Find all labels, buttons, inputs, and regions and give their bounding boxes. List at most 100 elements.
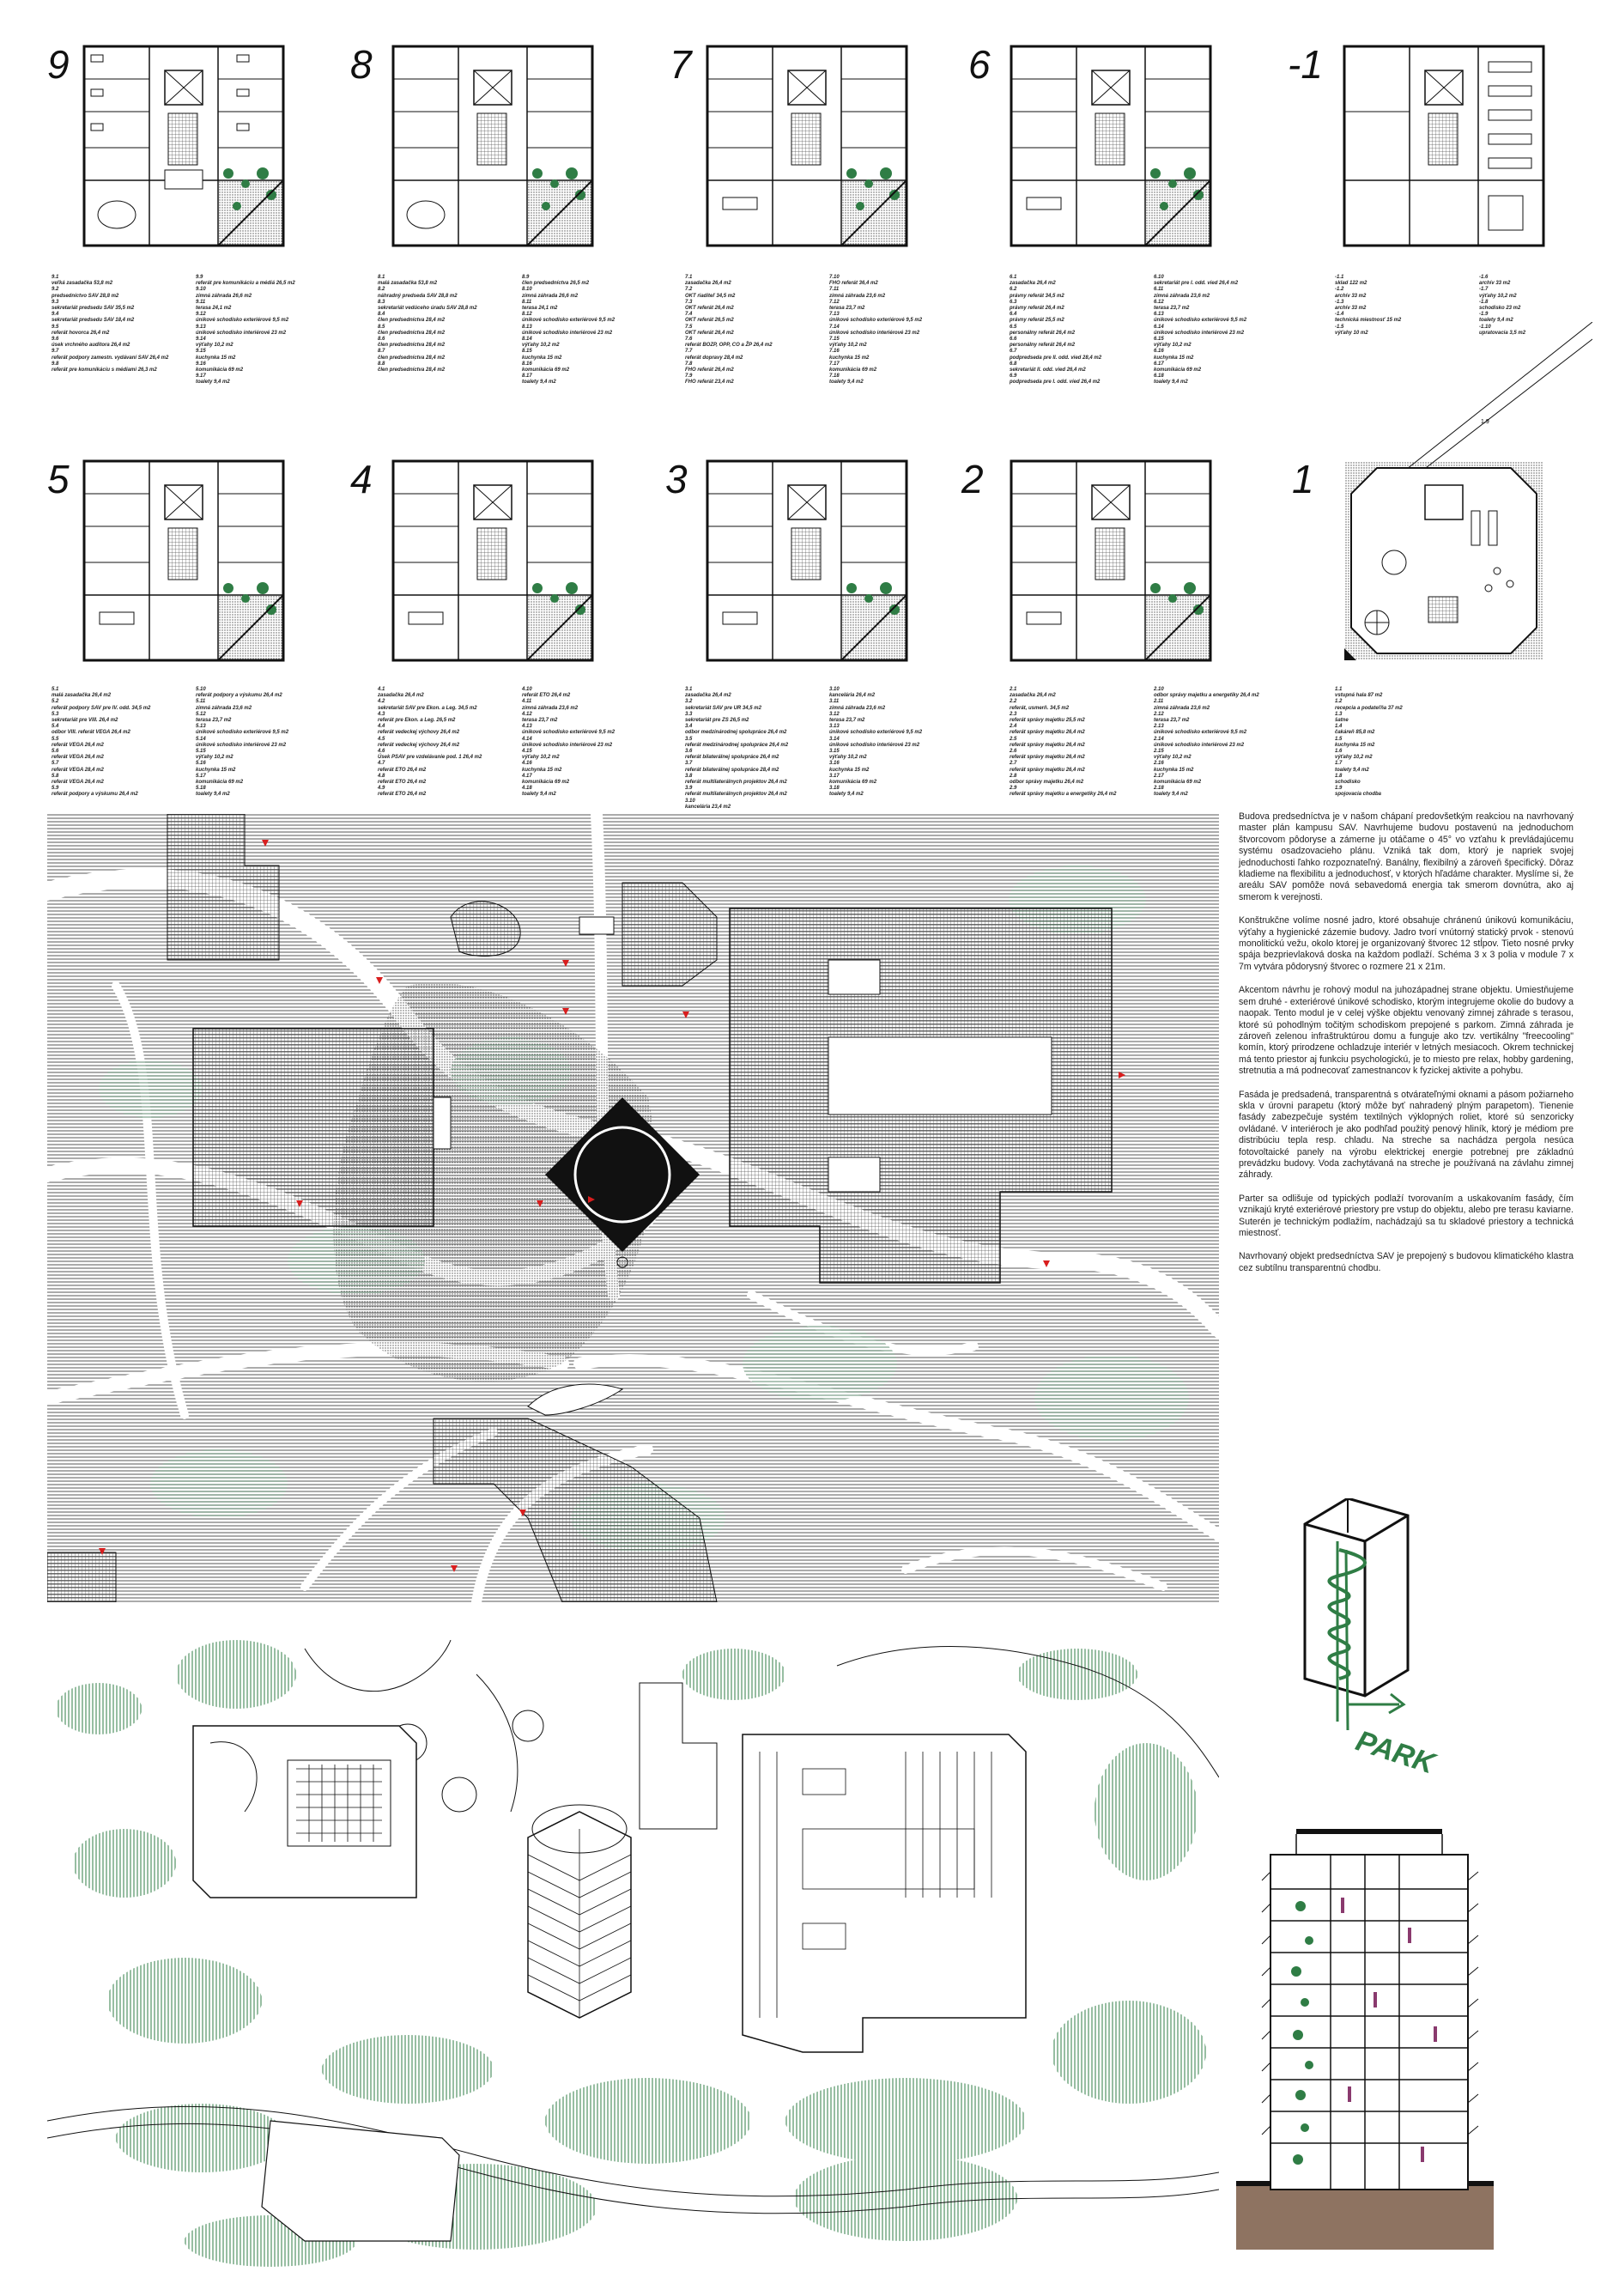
legend-line: 5.10: [196, 687, 206, 692]
legend-line: šatne: [1335, 718, 1349, 724]
legend-line: výťahy 10,2 m2: [1154, 755, 1192, 761]
legend-line: zimná záhrada 23,6 m2: [1154, 705, 1210, 711]
legend-line: únikové schodisko exteriérové 9,5 m2: [196, 730, 289, 736]
legend-line: 9.7: [52, 349, 59, 355]
legend-line: 2.5: [1010, 736, 1017, 742]
legend-line: 6.18: [1154, 374, 1164, 380]
legend-line: 9.4: [52, 312, 59, 318]
legend-line: archív 33 m2: [1479, 281, 1511, 287]
legend-line: 6.1: [1010, 275, 1017, 280]
legend-line: referát podpory a výskumu 26,4 m2: [196, 693, 282, 699]
legend-line: 7.14: [829, 324, 840, 330]
legend-line: toalety 9,4 m2: [522, 380, 556, 386]
legend-line: kuchynka 15 m2: [1154, 355, 1194, 361]
legend-line: 4.16: [522, 761, 532, 767]
legend-line: upratovacia 3,5 m2: [1479, 330, 1526, 336]
legend-line: OKT riaditeľ 34,5 m2: [685, 293, 736, 299]
floor-number: 3: [665, 457, 688, 501]
legend-line: 1.3: [1335, 711, 1343, 717]
legend-line: OKT referát 26,4 m2: [685, 330, 734, 336]
legend-line: terasa 24,1 m2: [522, 306, 558, 312]
floor-plan: [82, 45, 285, 247]
legend-line: 3.5: [685, 736, 693, 742]
legend-line: komunikácia 69 m2: [1154, 780, 1202, 786]
legend-line: FHO referát 36,4 m2: [829, 281, 878, 287]
legend-line: 7.16: [829, 349, 840, 355]
legend-line: 9.5: [52, 324, 59, 330]
legend-line: 7.9: [685, 374, 693, 380]
legend-line: 3.7: [685, 761, 693, 767]
legend-line: referát správy majetku 26,4 m2: [1010, 755, 1085, 761]
legend-line: referát VEGA 26,4 m2: [52, 742, 104, 748]
legend-line: 8.2: [378, 287, 385, 293]
legend-line: 8.14: [522, 337, 532, 343]
legend-line: spojovacia chodba: [1335, 792, 1382, 798]
floor-plan-ground: [1344, 461, 1543, 660]
floor-plan: [1343, 45, 1545, 247]
legend-line: 7.1: [685, 275, 693, 280]
legend-line: 2.1: [1010, 687, 1017, 692]
legend-line: FHO referát 23,4 m2: [685, 380, 734, 386]
legend-line: 9.8: [52, 361, 59, 367]
legend-line: kuchynka 15 m2: [522, 355, 562, 361]
legend-line: 5.2: [52, 699, 59, 705]
legend-line: terasa 23,7 m2: [829, 306, 865, 312]
legend-line: výťahy 10,2 m2: [1479, 293, 1517, 299]
legend-line: právny referát 26,4 m2: [1010, 306, 1064, 312]
legend-line: referát správy majetku 25,5 m2: [1010, 718, 1085, 724]
legend-line: referát VEGA 26,4 m2: [52, 755, 104, 761]
legend-line: kuchynka 15 m2: [1335, 742, 1375, 748]
legend-line: veľká zasadačka 53,8 m2: [52, 281, 113, 287]
legend-line: toalety 9,4 m2: [1154, 792, 1188, 798]
legend-line: výťahy 10,2 m2: [829, 755, 867, 761]
legend-line: 6.6: [1010, 337, 1017, 343]
legend-line: referát ETO 26,4 m2: [522, 693, 571, 699]
legend-line: únikové schodisko interiérové 23 m2: [522, 330, 613, 336]
legend-line: podpredseda pre II. odd. vied 28,4 m2: [1010, 355, 1102, 361]
description-paragraph: Budova predsedníctva je v našom chápaní …: [1239, 811, 1574, 902]
legend-line: 8.10: [522, 287, 532, 293]
legend-line: člen predsedníctva 28,4 m2: [378, 367, 446, 374]
legend-line: 2.13: [1154, 724, 1164, 730]
legend-line: referát správy majetku a energetiky 26,4…: [1010, 792, 1117, 798]
legend-line: kuchynka 15 m2: [196, 767, 236, 773]
legend-line: 5.11: [196, 699, 206, 705]
legend-line: 6.14: [1154, 324, 1164, 330]
legend-line: 5.12: [196, 711, 206, 717]
project-description: Budova predsedníctva je v našom chápaní …: [1239, 811, 1574, 1286]
legend-line: výťahy 10 m2: [1335, 330, 1368, 336]
legend-line: kuchynka 15 m2: [829, 355, 870, 361]
legend-line: sekretariát pre I. odd. vied 26,4 m2: [1154, 281, 1239, 287]
legend-line: 9.1: [52, 275, 59, 280]
legend-line: 2.9: [1010, 786, 1017, 792]
legend-line: 5.9: [52, 786, 59, 792]
legend-line: 5.7: [52, 761, 59, 767]
legend-line: 4.9: [378, 786, 385, 792]
legend-line: 7.6: [685, 337, 693, 343]
floor-number: -1: [1288, 42, 1323, 87]
legend-line: 9.15: [196, 349, 206, 355]
legend-line: referát hovorca 26,4 m2: [52, 330, 110, 336]
legend-line: -1.3: [1335, 299, 1344, 305]
legend-line: únikové schodisko interiérové 23 m2: [522, 742, 613, 748]
floor-plan: [1010, 459, 1212, 662]
legend-line: únikové schodisko interiérové 23 m2: [829, 742, 920, 748]
legend-line: 7.11: [829, 287, 840, 293]
legend-line: zasadačka 26,4 m2: [685, 693, 731, 699]
legend-line: zasadačka 26,4 m2: [378, 693, 424, 699]
legend-line: únikové schodisko exteriérové 9,5 m2: [196, 318, 289, 324]
legend-line: kancelária 23,4 m2: [685, 804, 731, 810]
legend-line: schodisko: [1335, 780, 1361, 786]
legend-line: 5.16: [196, 761, 206, 767]
legend-line: 6.15: [1154, 337, 1164, 343]
description-paragraph: Akcentom návrhu je rohový modul na juhoz…: [1239, 985, 1574, 1077]
legend-line: 9.17: [196, 374, 206, 380]
legend-line: terasa 23,7 m2: [1154, 306, 1190, 312]
legend-line: referát ETO 26,4 m2: [378, 780, 427, 786]
legend-line: právny referát 34,5 m2: [1010, 293, 1064, 299]
legend-line: náhradný predseda SAV 28,8 m2: [378, 293, 458, 299]
